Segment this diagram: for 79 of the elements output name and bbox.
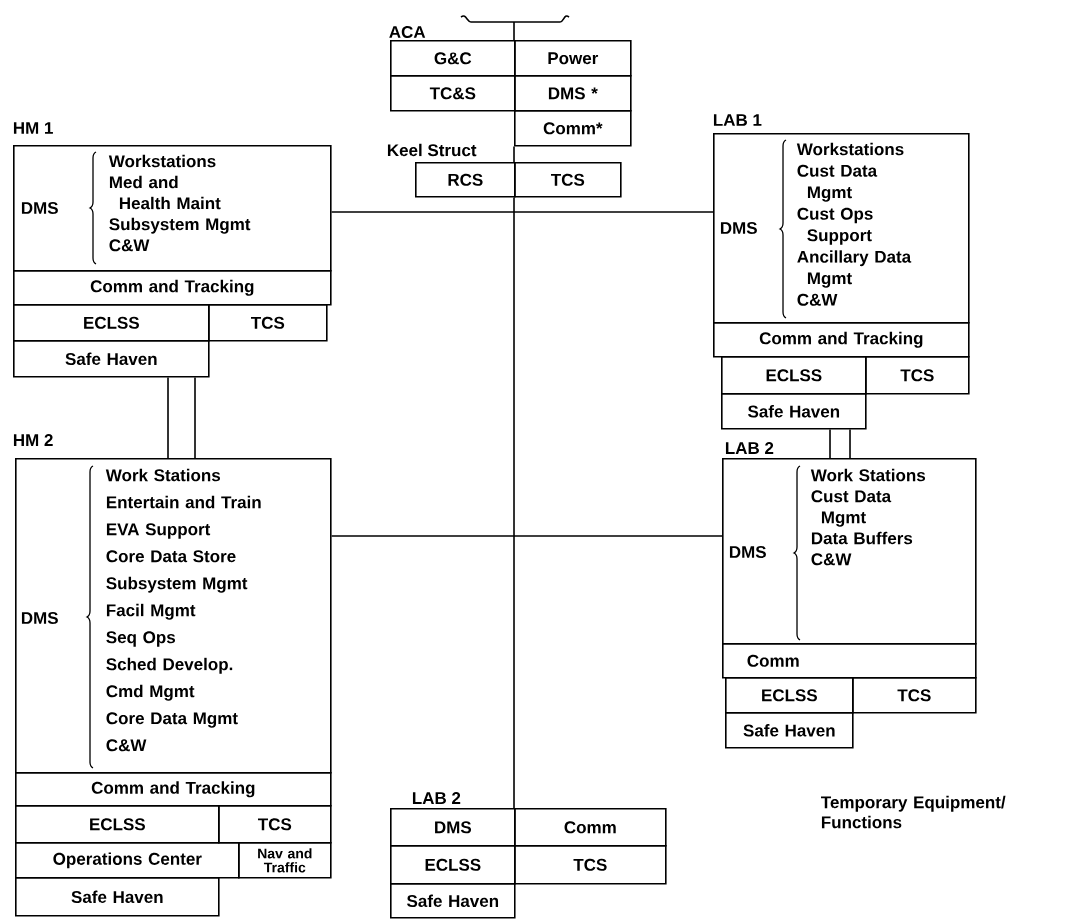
item-list: Work Stations Cust Data Mgmt Data Buffers C&W (810, 468, 926, 566)
module-cell: TC&S (390, 75, 516, 112)
module-cell: DMS (390, 808, 516, 847)
module-cell: ECLSS (13, 304, 210, 342)
module-box (713, 133, 970, 324)
node-label: Cust Ops Support (797, 207, 873, 245)
module-cell: RCS (415, 162, 516, 198)
node-label: C&W (811, 553, 852, 566)
connector-line (849, 428, 851, 459)
item-list: Workstations Cust Data Mgmt Cust Ops Support Ancillary Data Mgmt C&W (796, 142, 912, 306)
node-label: Ancillary Data Mgmt (797, 250, 912, 288)
module-cell: Power (514, 40, 632, 77)
module-cell: ECLSS (725, 677, 854, 714)
module-cell: TCS (852, 677, 977, 714)
module-box (15, 458, 332, 774)
node-label: Core Data Store (106, 550, 236, 563)
connector-line (829, 428, 831, 459)
module-cell: Comm (514, 808, 667, 847)
module-cell: Safe Haven (721, 393, 867, 430)
module-cell: Operations Center (15, 842, 240, 879)
module-cell: TCS (865, 356, 970, 395)
node-label: Workstations (108, 154, 216, 168)
node-label: Subsystem Mgmt (106, 576, 248, 593)
node-label: Facil Mgmt (106, 603, 196, 620)
module-cell: Safe Haven (15, 877, 220, 917)
module-cell: Safe Haven (390, 883, 516, 919)
connector-line (330, 535, 723, 537)
module-cell: Comm and Tracking (15, 772, 332, 807)
module-label: Temporary Equipment/ Functions (821, 795, 1006, 829)
heading-text: DMS (729, 546, 766, 559)
node-label: Workstations (796, 142, 904, 156)
module-cell: DMS * (514, 75, 632, 112)
module-cell: Safe Haven (725, 712, 854, 749)
connector-line (167, 376, 169, 459)
connector-line (194, 376, 196, 459)
module-cell: TCS (208, 304, 328, 342)
module-cell: Comm and Tracking (713, 322, 970, 358)
node-label: Cust Data Mgmt (797, 164, 878, 202)
item-list: Workstations Med and Health Maint Subsystem Mgmt C&W (108, 154, 251, 252)
module-cell: TCS (218, 805, 332, 844)
module-cell: Comm* (514, 110, 632, 147)
module-label: LAB 2 (725, 442, 774, 454)
connector-line (513, 196, 515, 809)
module-cell: Safe Haven (13, 340, 210, 378)
node-label: Work Stations (810, 468, 926, 482)
heading-text: DMS (21, 202, 58, 215)
node-label: Subsystem Mgmt (109, 217, 251, 234)
node-label: C&W (106, 739, 147, 752)
item-list: Work Stations Entertain and Train EVA Support Core Data Store Subsystem Mgmt Facil Mgmt Seq Ops Sched Develop. Cmd Mgmt Core Data Mgmt C&W (105, 468, 261, 752)
node-label: C&W (109, 239, 150, 252)
node-label: Cmd Mgmt (106, 684, 195, 701)
module-cell: ECLSS (15, 805, 220, 844)
module-cell: Nav and Traffic (238, 842, 332, 879)
node-label: EVA Support (106, 523, 211, 539)
module-label: LAB 2 (412, 792, 461, 804)
heading-text: DMS (720, 222, 757, 235)
module-cell: G&C (390, 40, 516, 77)
module-cell: TCS (514, 845, 667, 885)
module-cell: ECLSS (390, 845, 516, 885)
module-cell: Comm (722, 643, 977, 679)
module-cell: TCS (514, 162, 622, 198)
heading-text: DMS (21, 612, 58, 625)
module-box (722, 458, 977, 645)
node-label: Cust Data Mgmt (811, 490, 892, 527)
module-label: Keel Struct (387, 143, 477, 157)
node-label: Work Stations (105, 468, 221, 482)
module-label: ACA (389, 26, 426, 39)
module-box (13, 145, 332, 272)
module-cell: ECLSS (721, 356, 867, 395)
connector-line (330, 211, 714, 213)
node-label: Entertain and Train (106, 495, 261, 509)
node-label: C&W (797, 293, 838, 306)
node-label: Data Buffers (811, 531, 913, 545)
module-cell: Comm and Tracking (13, 270, 332, 306)
node-label: Med and Health Maint (109, 175, 221, 210)
connector-line (513, 145, 515, 163)
node-label: Sched Develop. (106, 657, 233, 674)
node-label: Seq Ops (106, 631, 176, 647)
node-label: Core Data Mgmt (106, 712, 238, 728)
